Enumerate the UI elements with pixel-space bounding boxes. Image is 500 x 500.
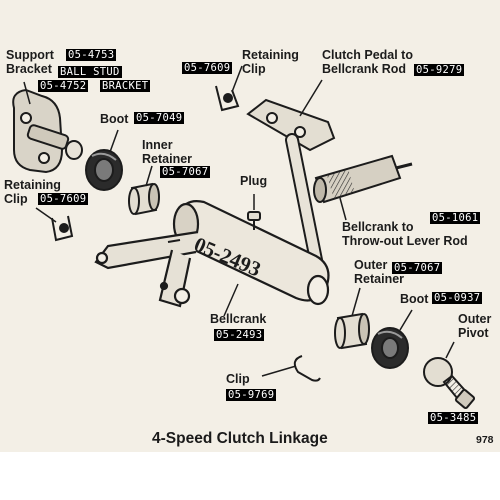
outer-pivot-part (423, 357, 476, 410)
part-num-retaining-clip-top: 05-7609 (182, 62, 233, 74)
label-inner-retainer: Inner Retainer (142, 138, 192, 166)
retaining-clip-top-line1: Retaining (242, 48, 299, 62)
bottom-margin (0, 452, 500, 500)
support-bracket-line1: Support (6, 48, 54, 62)
outer-retainer-part (334, 312, 370, 350)
label-support-bracket: Support Bracket (6, 48, 54, 76)
part-num-ball-stud: 05-4753 (66, 49, 117, 61)
outer-retainer-line1: Outer (354, 258, 388, 272)
part-num-outer-retainer: 05-7067 (392, 262, 443, 274)
part-num-boot-bottom: 05-0937 (432, 292, 483, 304)
part-num-boot-top: 05-7049 (134, 112, 185, 124)
part-num-outer-pivot: 05-3485 (428, 412, 479, 424)
retaining-clip-top-part (215, 85, 240, 112)
leader-lines (23, 65, 455, 377)
outer-pivot-line2: Pivot (458, 326, 489, 340)
clip-part (293, 355, 321, 382)
retaining-clip-left-part (51, 215, 74, 242)
label-boot-bottom: Boot (400, 292, 429, 306)
label-plug: Plug (240, 174, 268, 188)
inner-retainer-line1: Inner (142, 138, 173, 152)
label-retaining-clip-top: Retaining Clip (242, 48, 299, 76)
throwout-rod-part (313, 154, 413, 204)
outer-pivot-line1: Outer (458, 312, 492, 326)
bellcrank-part (94, 200, 330, 308)
support-bracket (12, 88, 83, 174)
outer-retainer-line2: Retainer (354, 272, 405, 286)
label-clutch-pedal-rod: Clutch Pedal to Bellcrank Rod (322, 48, 413, 76)
label-boot-top: Boot (100, 112, 129, 126)
diagram-title: 4-Speed Clutch Linkage (152, 430, 328, 447)
part-num-inner-retainer: 05-7067 (160, 166, 211, 178)
inner-retainer-part (128, 182, 160, 216)
part-num-clip: 05-9769 (226, 389, 277, 401)
label-outer-retainer: Outer Retainer (354, 258, 404, 286)
page-number: 978 (476, 434, 494, 446)
part-num-bracket: 05-4752 (38, 80, 89, 92)
part-text-bracket: BRACKET (100, 80, 151, 92)
clutch-pedal-rod-line1: Clutch Pedal to (322, 48, 413, 62)
part-text-ball-stud: BALL STUD (58, 66, 122, 78)
part-num-bellcrank: 05-2493 (214, 329, 265, 341)
label-bellcrank: Bellcrank (210, 312, 267, 326)
retaining-clip-left-line2: Clip (4, 192, 28, 206)
boot-bottom-part (371, 327, 409, 369)
throwout-rod-line1: Bellcrank to (342, 220, 414, 234)
linkage-illustration (12, 65, 476, 410)
label-retaining-clip-left: Retaining Clip (4, 178, 61, 206)
throwout-rod-line2: Throw-out Lever Rod (342, 234, 468, 248)
retaining-clip-left-line1: Retaining (4, 178, 61, 192)
support-bracket-line2: Bracket (6, 62, 52, 76)
label-throwout-rod: Bellcrank to Throw-out Lever Rod (342, 220, 468, 248)
part-num-throwout-rod: 05-1061 (430, 212, 481, 224)
clutch-pedal-rod-line2: Bellcrank Rod (322, 62, 407, 76)
inner-retainer-line2: Retainer (142, 152, 193, 166)
retaining-clip-top-line2: Clip (242, 62, 266, 76)
boot-top-part (85, 149, 123, 191)
label-clip: Clip (226, 372, 250, 386)
label-outer-pivot: Outer Pivot (458, 312, 491, 340)
plug-part (247, 211, 261, 230)
part-num-retaining-clip-left: 05-7609 (38, 193, 89, 205)
part-num-clutch-pedal-rod: 05-9279 (414, 64, 465, 76)
